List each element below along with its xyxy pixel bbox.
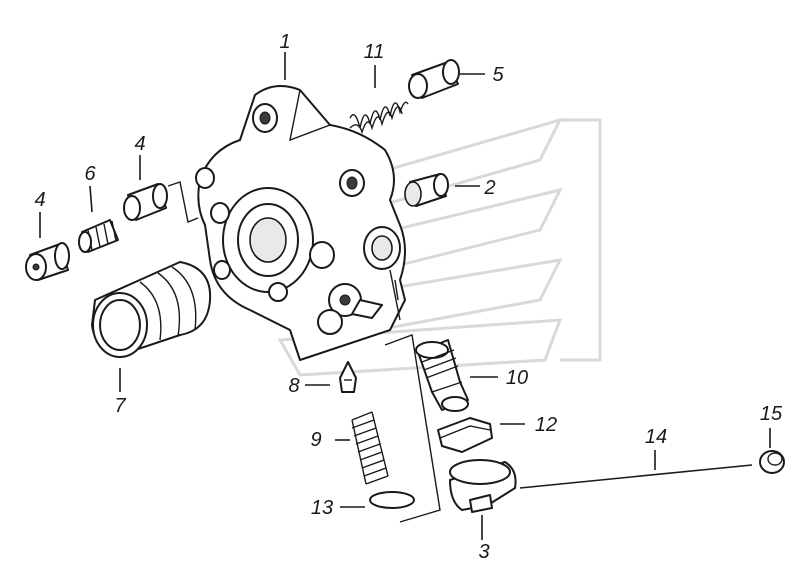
- assembly-bracket-right: [384, 334, 441, 523]
- callout-8: 8: [288, 375, 299, 397]
- leader-lines: [39, 52, 771, 540]
- part-3-cap: [449, 459, 517, 513]
- callout-11: 11: [364, 41, 385, 63]
- callout-6: 6: [84, 163, 96, 185]
- callout-5: 5: [492, 64, 504, 86]
- callout-labels: 1 11 5 2 4 6 4 7 8 9 13 10 12 3 14 15: [34, 31, 783, 563]
- callout-2: 2: [483, 177, 495, 199]
- part-5-plug: [408, 59, 460, 99]
- callout-4-lower: 4: [34, 189, 45, 211]
- part-11-spring: [349, 101, 409, 135]
- callout-10: 10: [506, 367, 528, 389]
- part-9-spring: [351, 411, 389, 485]
- callout-15: 15: [760, 403, 783, 425]
- pump-housing: [195, 85, 406, 361]
- part-7-sleeve: [91, 261, 212, 358]
- callout-3: 3: [478, 541, 489, 563]
- callout-9: 9: [310, 429, 321, 451]
- callout-1: 1: [279, 31, 290, 53]
- part-4-plug-lower: [25, 242, 70, 281]
- callout-13: 13: [311, 497, 333, 519]
- assembly-bracket-left: [167, 181, 199, 223]
- callout-12: 12: [535, 414, 557, 436]
- callout-4-upper: 4: [134, 133, 145, 155]
- part-15-cap: [759, 450, 785, 474]
- callout-14: 14: [645, 426, 667, 448]
- part-2-plug: [404, 173, 449, 207]
- part-10-fitting: [415, 339, 469, 412]
- part-8-valve: [339, 361, 357, 393]
- part-14-rod: [519, 464, 753, 489]
- part-4-plug-upper: [123, 183, 168, 221]
- part-13-washer: [369, 491, 415, 509]
- part-12-nut: [437, 417, 493, 453]
- part-6-spring: [78, 219, 119, 253]
- callout-7: 7: [114, 395, 126, 417]
